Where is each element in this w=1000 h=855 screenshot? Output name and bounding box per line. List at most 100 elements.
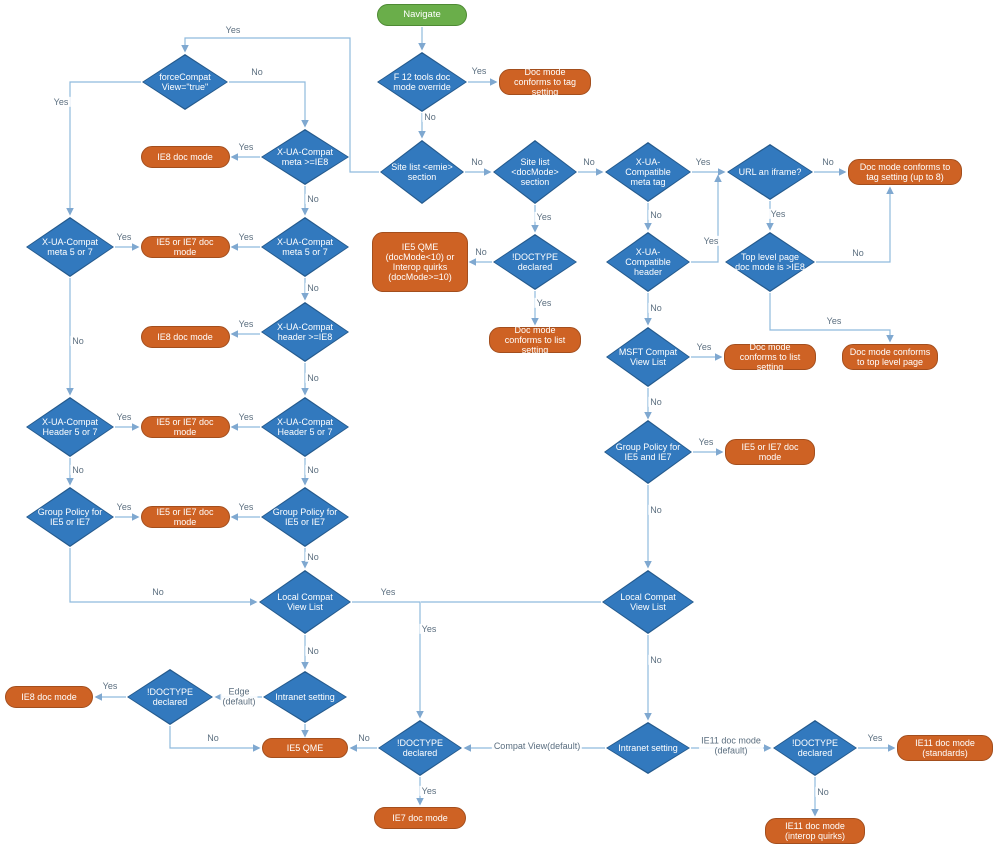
node-label: X-UA-Compat Header 5 or 7: [41, 416, 98, 437]
edge-forcecompat-yes: [66, 81, 141, 216]
edge-f12-yes-label: Yes: [469, 65, 489, 77]
edge-forcecompat-no: [229, 81, 309, 128]
edge-forcecompat-no-label: No: [249, 66, 265, 78]
node-label: Site list <docMode> section: [511, 156, 559, 188]
node-label: IE7 doc mode: [392, 812, 448, 823]
node-label: IE8 doc mode: [157, 331, 213, 342]
edge-toplevel-no-label: No: [850, 247, 866, 259]
node-label: !DOCTYPE declared: [396, 737, 443, 758]
edge-meta57-left-no-label: No: [70, 335, 86, 347]
node-label: X-UA-Compat header >=IE8: [276, 321, 333, 342]
edge-gp-right-no-label: No: [648, 504, 664, 516]
node-label: forceCompat View="true": [159, 71, 211, 92]
node-label: !DOCTYPE declared: [146, 686, 193, 707]
ie5-ie7-doc-mode-terminal-1: IE5 or IE7 doc mode: [140, 236, 230, 258]
edge-header57-mid-yes-label: Yes: [236, 411, 256, 423]
conforms-tag-up-to-8-terminal: Doc mode conforms to tag setting (up to …: [848, 159, 962, 185]
f12-override-decision: F 12 tools doc mode override: [377, 52, 467, 112]
edge-meta-tag-yes-label: Yes: [693, 156, 713, 168]
edge-meta57-left-yes-label: Yes: [114, 231, 134, 243]
ie11-interop-quirks-terminal: IE11 doc mode (interop quirks): [765, 818, 865, 844]
edge-doctype-left-yes-label: Yes: [100, 680, 120, 692]
local-compat-view-list-right-decision: Local Compat View List: [602, 570, 694, 634]
edge-emie-no-label: No: [469, 156, 485, 168]
edge-xua-header-yes: [691, 174, 722, 263]
edge-iframe-yes-label: Yes: [768, 208, 788, 220]
edge-intranet-right-compat-view-label: Compat View(default): [491, 740, 583, 752]
edge-toplevel-no: [816, 186, 894, 263]
node-label: URL an iframe?: [738, 166, 802, 177]
edge-doctype-left-no-label: No: [205, 732, 221, 744]
edge-gp57-left-yes-label: Yes: [114, 501, 134, 513]
xua-header-ge-ie8-decision: X-UA-Compat header >=IE8: [261, 302, 349, 362]
edge-doctype-sitelist-no-label: No: [473, 246, 489, 258]
xua-meta-tag-decision: X-UA-Compatible meta tag: [605, 142, 691, 202]
node-label: Site list <emie> section: [391, 161, 453, 182]
edge-f12-no-label: No: [422, 111, 438, 123]
node-label: IE5 or IE7 doc mode: [156, 506, 214, 527]
edge-meta57-mid-no-label: No: [305, 282, 321, 294]
edge-forcecompat-yes-label: Yes: [51, 96, 71, 108]
doctype-declared-compat-decision: !DOCTYPE declared: [378, 720, 462, 776]
edge-local-cvl-mid-yes-label: Yes: [378, 586, 398, 598]
edge-local-cvl-right-yes-label: Yes: [419, 623, 439, 635]
edge-gp-right-yes-label: Yes: [696, 436, 716, 448]
edge-doctype-ie11-yes-label: Yes: [865, 732, 885, 744]
node-label: Doc mode conforms to tag setting: [513, 66, 577, 98]
site-list-emie-decision: Site list <emie> section: [380, 140, 464, 204]
site-list-docmode-decision: Site list <docMode> section: [493, 140, 577, 204]
node-label: X-UA-Compat Header 5 or 7: [276, 416, 333, 437]
node-label: F 12 tools doc mode override: [393, 71, 451, 92]
doctype-declared-sitelist-decision: !DOCTYPE declared: [493, 234, 577, 290]
ie7-doc-mode-terminal: IE7 doc mode: [374, 807, 466, 829]
node-label: IE5 or IE7 doc mode: [741, 441, 799, 462]
edge-header-ge-ie8-no-label: No: [305, 372, 321, 384]
edge-emie-yes: [181, 37, 379, 173]
edge-xua-header-no-label: No: [648, 302, 664, 314]
edge-doctype-compat-yes-label: Yes: [419, 785, 439, 797]
node-label: Group Policy for IE5 or IE7: [37, 506, 103, 527]
ie5-ie7-doc-mode-terminal-3: IE5 or IE7 doc mode: [725, 439, 815, 465]
xua-meta-5-7-left-decision: X-UA-Compat meta 5 or 7: [26, 217, 114, 277]
ie5-ie7-doc-mode-terminal-2: IE5 or IE7 doc mode: [140, 416, 230, 438]
node-label: IE8 doc mode: [21, 691, 77, 702]
edge-meta-tag-no-label: No: [648, 209, 664, 221]
url-iframe-decision: URL an iframe?: [727, 144, 813, 200]
node-label: Doc mode conforms to top level page: [849, 346, 931, 367]
ie8-doc-mode-terminal-1: IE8 doc mode: [140, 146, 230, 168]
edge-toplevel-yes: [769, 293, 894, 343]
edge-doctype-ie11-no-label: No: [815, 786, 831, 798]
node-label: Group Policy for IE5 and IE7: [615, 441, 681, 462]
doctype-declared-ie11-decision: !DOCTYPE declared: [773, 720, 857, 776]
conforms-list-setting-terminal-2: Doc mode conforms to list setting: [724, 342, 816, 372]
edge-gp57-mid-yes-label: Yes: [236, 501, 256, 513]
intranet-setting-right-decision: Intranet setting: [606, 722, 690, 774]
node-label: Doc mode conforms to list setting: [504, 324, 566, 356]
xua-meta-5-7-mid-decision: X-UA-Compat meta 5 or 7: [261, 217, 349, 277]
ie5-qme-interop-quirks-terminal: IE5 QME (docMode<10) or Interop quirks (…: [372, 232, 468, 292]
ie5-qme-terminal: IE5 QME: [262, 738, 348, 758]
node-label: MSFT Compat View List: [618, 346, 678, 367]
node-label: Top level page doc mode is >IE8: [735, 251, 805, 272]
edge-intranet-mid-edge-default-label: Edge (default): [220, 686, 258, 708]
node-label: IE8 doc mode: [157, 151, 213, 162]
edge-local-cvl-mid-no-label: No: [305, 645, 321, 657]
node-label: Local Compat View List: [620, 591, 676, 612]
edge-msft-cvl-yes-label: Yes: [694, 341, 714, 353]
edge-gp57-left-no: [69, 548, 258, 606]
ie8-doc-mode-terminal-3: IE8 doc mode: [5, 686, 93, 708]
edge-header-ge-ie8-yes-label: Yes: [236, 318, 256, 330]
node-label: X-UA-Compat meta >=IE8: [276, 146, 333, 167]
msft-compat-view-list-decision: MSFT Compat View List: [606, 327, 690, 387]
local-compat-view-list-mid-decision: Local Compat View List: [259, 570, 351, 634]
edge-local-cvl-right-no-label: No: [648, 654, 664, 666]
node-label: !DOCTYPE declared: [791, 737, 838, 758]
edge-header57-mid-no-label: No: [305, 464, 321, 476]
conforms-tag-setting-terminal: Doc mode conforms to tag setting: [499, 66, 591, 98]
intranet-setting-mid-decision: Intranet setting: [263, 671, 347, 723]
node-label: X-UA-Compat meta 5 or 7: [276, 236, 333, 257]
top-level-page-decision: Top level page doc mode is >IE8: [725, 232, 815, 292]
node-label: X-UA-Compatible meta tag: [625, 156, 671, 188]
